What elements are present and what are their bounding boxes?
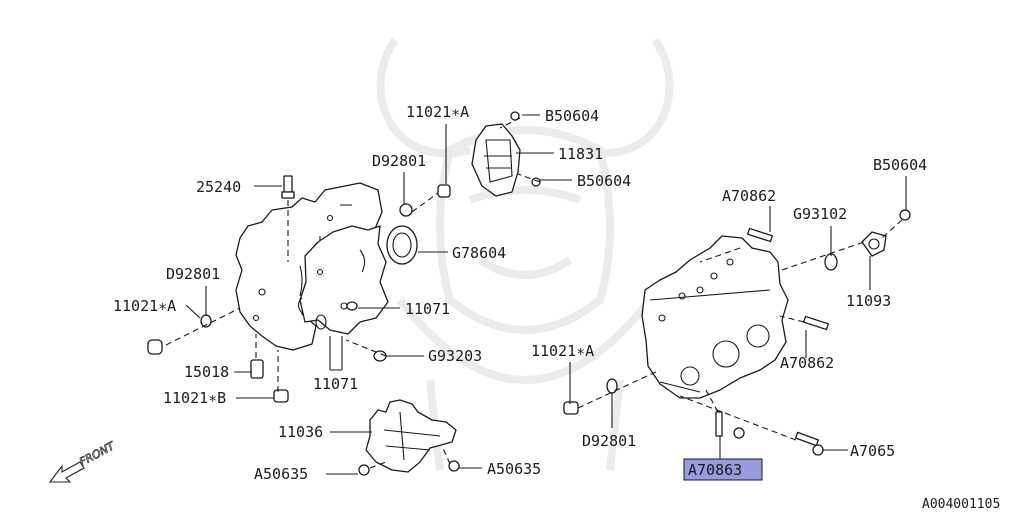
highlight-a70863 bbox=[683, 458, 763, 481]
label-25240[interactable]: 25240 bbox=[196, 178, 241, 196]
label-a70862-mid[interactable]: A70862 bbox=[780, 354, 834, 372]
label-d92801-right[interactable]: D92801 bbox=[582, 432, 636, 450]
front-arrow-icon: FRONT bbox=[48, 439, 118, 483]
middle-crankcase-half bbox=[297, 225, 389, 335]
label-g93203[interactable]: G93203 bbox=[428, 347, 482, 365]
label-d92801-top[interactable]: D92801 bbox=[372, 152, 426, 170]
label-g78604[interactable]: G78604 bbox=[452, 244, 506, 262]
label-15018[interactable]: 15018 bbox=[184, 363, 229, 381]
assembly-lines bbox=[165, 117, 903, 469]
label-a70862-top[interactable]: A70862 bbox=[722, 187, 776, 205]
label-11071-b[interactable]: 11071 bbox=[313, 375, 358, 393]
label-11093[interactable]: 11093 bbox=[846, 292, 891, 310]
label-b50604-mid[interactable]: B50604 bbox=[577, 172, 631, 190]
label-d92801-left[interactable]: D92801 bbox=[166, 265, 220, 283]
oil-seal-g78604 bbox=[386, 225, 418, 265]
label-a70863[interactable]: A70863 bbox=[688, 461, 742, 479]
cover-11831 bbox=[471, 123, 521, 197]
label-g93102[interactable]: G93102 bbox=[793, 205, 847, 223]
leader-lines bbox=[185, 114, 907, 475]
label-11021b[interactable]: 11021∗B bbox=[163, 389, 226, 407]
part-labels: 11021∗A B50604 D92801 11831 B50604 25240… bbox=[113, 103, 927, 483]
samurai-helmet-watermark bbox=[376, 37, 674, 471]
label-a50635-left[interactable]: A50635 bbox=[254, 465, 308, 483]
label-b50604-right[interactable]: B50604 bbox=[873, 156, 927, 174]
diagram-ref: A004001105 bbox=[922, 497, 1000, 512]
fasteners bbox=[147, 111, 911, 476]
label-11021a-left[interactable]: 11021∗A bbox=[113, 297, 176, 315]
front-label: FRONT bbox=[77, 439, 117, 469]
baffle-11036 bbox=[365, 399, 457, 473]
label-a50635-right[interactable]: A50635 bbox=[487, 460, 541, 478]
label-a7065[interactable]: A7065 bbox=[850, 442, 895, 460]
right-crankcase-block bbox=[641, 235, 789, 399]
label-11036[interactable]: 11036 bbox=[278, 423, 323, 441]
label-11831[interactable]: 11831 bbox=[558, 145, 603, 163]
label-b50604-top[interactable]: B50604 bbox=[545, 107, 599, 125]
label-11021a-top[interactable]: 11021∗A bbox=[406, 103, 469, 121]
label-11021a-right[interactable]: 11021∗A bbox=[531, 342, 594, 360]
plug-g93102 bbox=[824, 253, 838, 271]
plate-11093 bbox=[861, 231, 887, 257]
label-11071-a[interactable]: 11071 bbox=[405, 300, 450, 318]
